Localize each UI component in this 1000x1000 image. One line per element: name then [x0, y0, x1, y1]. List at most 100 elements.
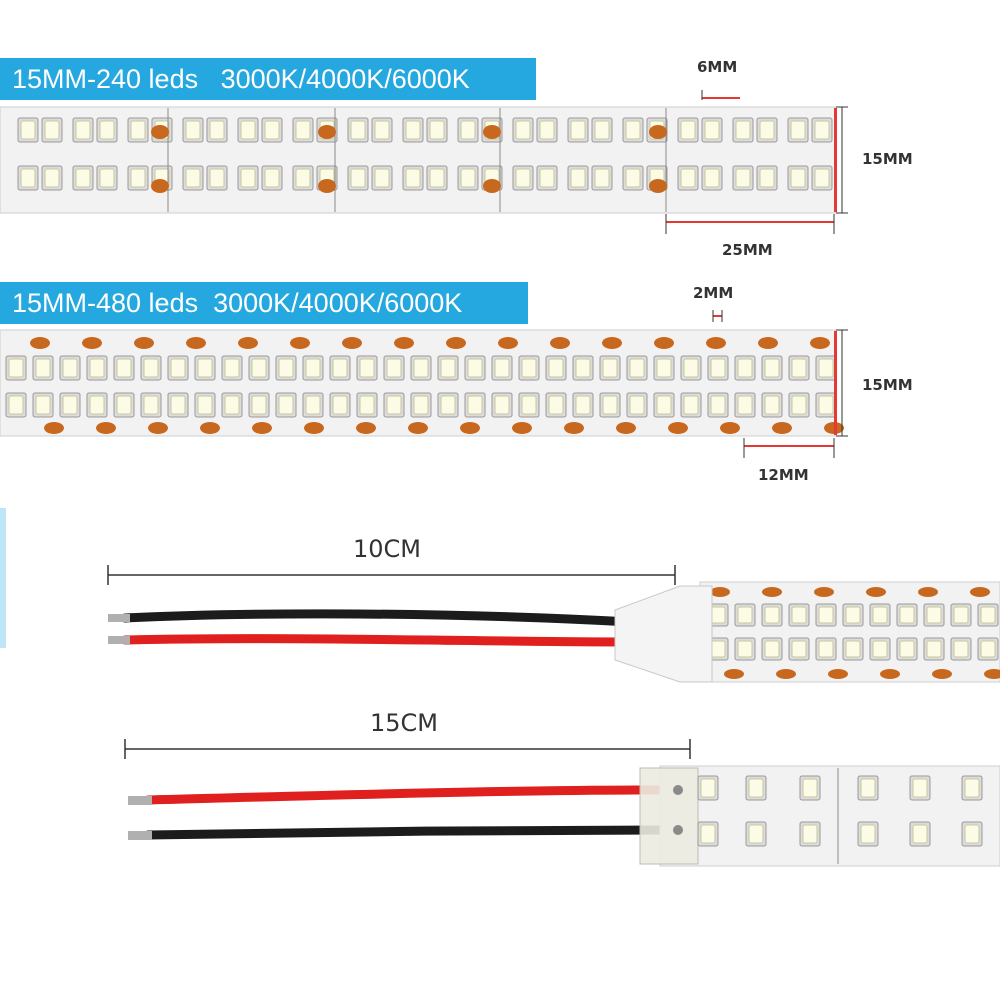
- solder-pad: [810, 337, 830, 349]
- led-lens: [460, 120, 476, 140]
- led-lens: [802, 778, 818, 798]
- led-lens: [790, 168, 806, 188]
- led-lens: [185, 120, 201, 140]
- solder-pad: [356, 422, 376, 434]
- solder-pad: [82, 337, 102, 349]
- led-lens: [170, 395, 186, 415]
- led-lens: [460, 168, 476, 188]
- led-lens: [570, 120, 586, 140]
- led-lens: [814, 120, 830, 140]
- black-wire: [120, 609, 635, 627]
- strip-edge-mark: [834, 108, 837, 212]
- led-lens: [20, 168, 36, 188]
- led-lens: [926, 640, 942, 658]
- led-lens: [899, 640, 915, 658]
- led-lens: [251, 395, 267, 415]
- led-lens: [964, 778, 980, 798]
- led-lens: [625, 168, 641, 188]
- red-wire: [143, 785, 665, 805]
- led-lens: [737, 640, 753, 658]
- red-wire: [120, 634, 635, 647]
- led-lens: [170, 358, 186, 378]
- led-lens: [791, 640, 807, 658]
- led-lens: [429, 120, 445, 140]
- led-lens: [116, 358, 132, 378]
- led-lens: [680, 168, 696, 188]
- led-lens: [964, 824, 980, 844]
- solder-pad: [654, 337, 674, 349]
- solder-pad: [828, 669, 848, 679]
- led-lens: [759, 168, 775, 188]
- led-lens: [764, 395, 780, 415]
- led-lens: [405, 168, 421, 188]
- led-lens: [818, 606, 834, 624]
- led-lens: [413, 358, 429, 378]
- led-lens: [44, 168, 60, 188]
- solder-pad: [238, 337, 258, 349]
- led-lens: [790, 120, 806, 140]
- led-lens: [656, 395, 672, 415]
- led-lens: [521, 358, 537, 378]
- led-lens: [143, 358, 159, 378]
- led-lens: [700, 824, 716, 844]
- solder-pad: [318, 125, 336, 139]
- led-lens: [99, 120, 115, 140]
- led-lens: [305, 358, 321, 378]
- cable-assembly-10cm: [107, 565, 1000, 683]
- led-lens: [818, 395, 834, 415]
- led-lens: [629, 395, 645, 415]
- wire-tip: [128, 796, 152, 805]
- led-lens: [429, 168, 445, 188]
- solder-pad: [706, 337, 726, 349]
- solder-pad: [724, 669, 744, 679]
- strip-pcb-short: [699, 581, 1000, 683]
- led-lens: [75, 120, 91, 140]
- led-lens: [62, 395, 78, 415]
- led-lens: [625, 120, 641, 140]
- led-lens: [20, 120, 36, 140]
- led-lens: [818, 358, 834, 378]
- solder-pad: [616, 422, 636, 434]
- led-lens: [748, 778, 764, 798]
- solder-pad: [151, 179, 169, 193]
- solder-pad: [758, 337, 778, 349]
- led-lens: [548, 395, 564, 415]
- solder-point: [673, 825, 683, 835]
- led-lens: [185, 168, 201, 188]
- led-lens: [99, 168, 115, 188]
- solder-pad: [318, 179, 336, 193]
- wire-tip: [108, 614, 130, 622]
- solder-pad: [932, 669, 952, 679]
- led-lens: [539, 168, 555, 188]
- led-lens: [845, 640, 861, 658]
- led-lens: [872, 640, 888, 658]
- led-lens: [264, 120, 280, 140]
- led-lens: [818, 640, 834, 658]
- banner-480-leds: 15MM-480 leds 3000K/4000K/6000K: [0, 282, 528, 324]
- led-lens: [359, 395, 375, 415]
- led-lens: [594, 168, 610, 188]
- led-lens: [264, 168, 280, 188]
- solder-pad: [200, 422, 220, 434]
- solder-pad: [918, 587, 938, 597]
- clear-end-cap: [639, 767, 699, 865]
- led-lens: [440, 358, 456, 378]
- led-lens: [224, 395, 240, 415]
- led-lens: [405, 120, 421, 140]
- solder-pad: [649, 179, 667, 193]
- led-lens: [802, 824, 818, 844]
- led-lens: [735, 168, 751, 188]
- led-lens: [602, 358, 618, 378]
- led-lens: [515, 120, 531, 140]
- solder-pad: [290, 337, 310, 349]
- led-lens: [845, 606, 861, 624]
- led-lens: [359, 358, 375, 378]
- solder-pad: [460, 422, 480, 434]
- led-lens: [926, 606, 942, 624]
- led-lens: [440, 395, 456, 415]
- solder-pad: [186, 337, 206, 349]
- solder-pad: [970, 587, 990, 597]
- led-lens: [575, 358, 591, 378]
- solder-pad: [394, 337, 414, 349]
